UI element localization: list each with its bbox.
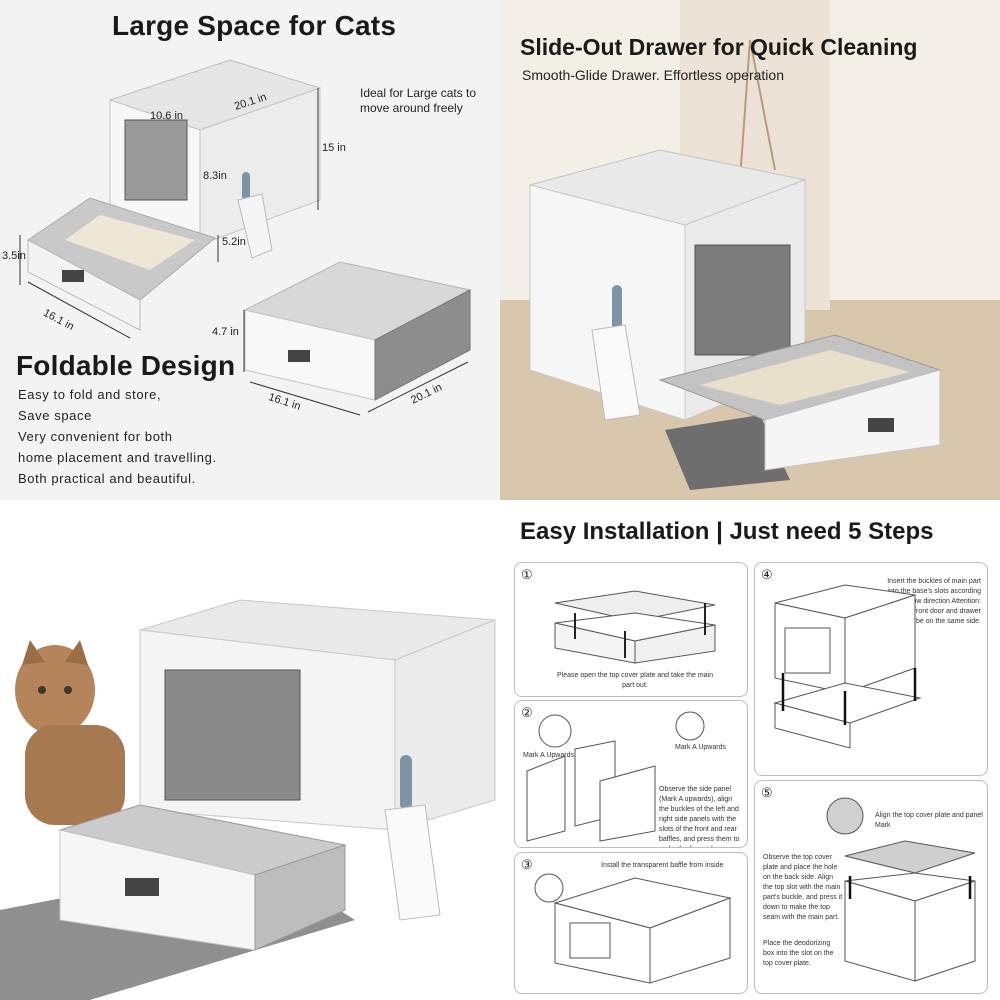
step-4-card: ④ Insert the buckles of main part into t…	[754, 562, 988, 776]
step-1-text: Please open the top cover plate and take…	[556, 672, 714, 689]
step-3-card: ③ Install the transparent baffle from in…	[514, 852, 748, 994]
fold-line: Very convenient for both	[18, 429, 173, 444]
panel2-subtitle: Smooth-Glide Drawer. Effortless operatio…	[522, 67, 784, 83]
dim-drawer-offset: 5.2in	[222, 236, 246, 248]
step-3-illustration	[534, 873, 732, 984]
fold-line: Save space	[18, 408, 92, 423]
step-2-number: ②	[521, 705, 533, 720]
fold-title: Foldable Design	[16, 350, 236, 381]
panel-installation: Easy Installation | Just need 5 Steps ① …	[500, 500, 1000, 1000]
dim-height: 15 in	[322, 142, 346, 154]
panel-cat-photo	[0, 500, 500, 1000]
step-1-card: ① Please open the top cover plate and ta…	[514, 562, 748, 697]
step-2-mark-left: Mark A Upwards	[523, 752, 574, 759]
fold-line: Easy to fold and store,	[18, 387, 162, 402]
panel-large-space: Large Space for Cats Ideal for Large cat…	[0, 0, 500, 500]
drawer-room-photo	[500, 0, 1000, 500]
panel-slide-out-drawer: Slide-Out Drawer for Quick Cleaning Smoo…	[500, 0, 1000, 500]
cat-with-litter-box-photo	[0, 599, 496, 1000]
dim-top-width: 10.6 in	[150, 110, 184, 122]
step-4-illustration	[773, 584, 922, 749]
litter-box-dimension-illustration	[19, 59, 472, 416]
dim-folded-height: 4.7 in	[212, 326, 239, 338]
panel1-title: Large Space for Cats	[112, 10, 397, 41]
panel1-note: Ideal for Large cats to move around free…	[360, 86, 477, 115]
step-5-text: Observe the top cover plate and place th…	[763, 854, 843, 921]
step-4-number: ④	[761, 567, 773, 582]
fold-line: Both practical and beautiful.	[18, 471, 196, 486]
panel4-title: Easy Installation | Just need 5 Steps	[520, 518, 934, 545]
step-4-text: Insert the buckles of main part into the…	[884, 578, 982, 625]
step-5-card: ⑤ Align the top cover plate and panel Ma…	[754, 780, 988, 994]
step-2-illustration	[526, 711, 705, 842]
step-2-mark-right: Mark A Upwards	[675, 744, 726, 751]
step-5-text-top: Align the top cover plate and panel Mark	[875, 812, 983, 829]
dim-drawer-height: 3.5in	[2, 250, 26, 262]
step-2-text: Observe the side panel (Mark A upwards),…	[659, 786, 740, 847]
dim-door-height: 8.3in	[203, 170, 227, 182]
step-1-illustration	[554, 590, 716, 664]
step-5-number: ⑤	[761, 785, 773, 800]
fold-line: home placement and travelling.	[18, 450, 217, 465]
fold-description: Easy to fold and store, Save space Very …	[18, 384, 217, 489]
step-5-illustration	[826, 797, 976, 982]
step-5-text-2: Place the deodorizing box into the slot …	[763, 940, 834, 967]
step-2-card: ② Mark A Upwards Mark A Upwards Observe …	[514, 700, 748, 848]
panel2-title: Slide-Out Drawer for Quick Cleaning	[520, 34, 918, 60]
step-1-number: ①	[521, 567, 533, 582]
step-3-text: Install the transparent baffle from insi…	[601, 862, 724, 869]
step-3-number: ③	[521, 857, 533, 872]
